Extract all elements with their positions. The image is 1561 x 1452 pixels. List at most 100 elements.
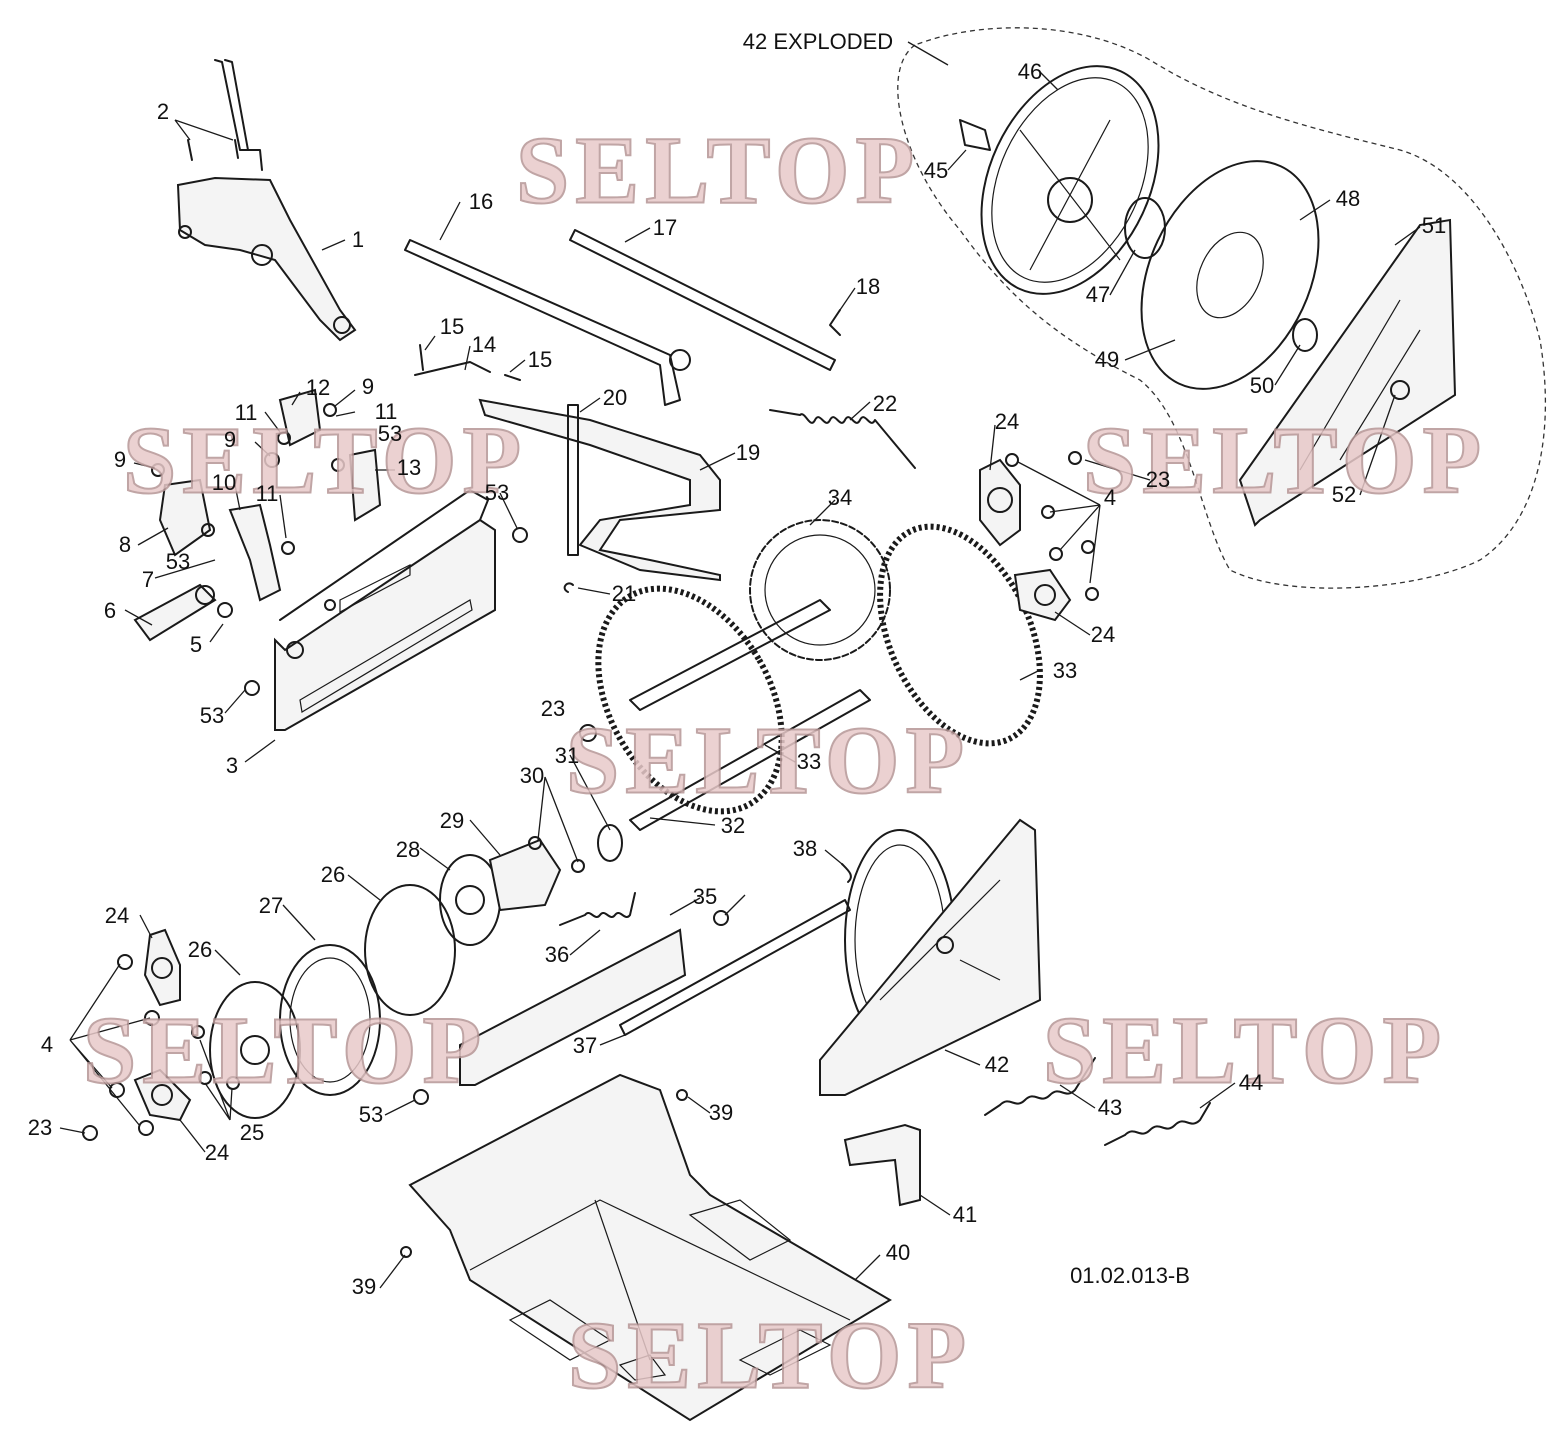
callout-4b: 4 [40, 1032, 54, 1057]
friction-ring-27 [279, 944, 381, 1096]
spring-43 [984, 1057, 1096, 1116]
spring-36 [559, 892, 636, 926]
callout-40: 40 [885, 1240, 911, 1265]
callout-28: 28 [395, 837, 421, 862]
callout-21: 21 [611, 581, 637, 606]
callout-50: 50 [1249, 373, 1275, 398]
callout-48: 48 [1335, 186, 1361, 211]
callout-49: 49 [1094, 347, 1120, 372]
bracket-12 [278, 388, 322, 447]
watermark-left: SELTOP [122, 406, 528, 515]
callout-51: 51 [1421, 213, 1447, 238]
callout-46: 46 [1017, 59, 1043, 84]
callout-27: 27 [258, 893, 284, 918]
callout-24c: 24 [104, 903, 130, 928]
disc-26-front [209, 981, 301, 1119]
callout-15b: 15 [527, 347, 553, 372]
callout-24d: 24 [204, 1140, 230, 1165]
callout-18: 18 [855, 274, 881, 299]
flange-bearing-right-bottom [1013, 568, 1072, 622]
callout-26b: 26 [187, 937, 213, 962]
callout-47: 47 [1085, 282, 1111, 307]
disc-26-rear [364, 884, 456, 1016]
watermark-lower-right: SELTOP [1042, 996, 1448, 1105]
callout-22: 22 [872, 391, 898, 416]
shift-lever-assembly [176, 59, 357, 342]
sprocket-34 [749, 519, 891, 661]
callout-39a: 39 [708, 1100, 734, 1125]
watermark-bottom: SELTOP [567, 1301, 973, 1410]
rod [569, 229, 836, 371]
bracket-41 [843, 1123, 921, 1207]
callout-14: 14 [471, 332, 497, 357]
callout-6: 6 [103, 598, 117, 623]
bracket-plate [158, 478, 212, 557]
spring-44 [1104, 1102, 1211, 1146]
callout-53a: 53 [377, 421, 403, 446]
callout-11b: 11 [374, 399, 398, 424]
callout-53b: 53 [484, 480, 510, 505]
callout-38: 38 [792, 836, 818, 861]
drive-shaft [629, 599, 831, 711]
callout-33b: 33 [796, 749, 822, 774]
bottom-pan-40 [408, 1073, 892, 1422]
callout-15a: 15 [439, 314, 465, 339]
callout-53d: 53 [199, 703, 225, 728]
watermark-lower-left: SELTOP [82, 996, 488, 1105]
callout-11a: 11 [234, 400, 258, 425]
callout-43: 43 [1097, 1095, 1123, 1120]
callout-36: 36 [544, 942, 570, 967]
callout-34: 34 [827, 485, 853, 510]
link-arm [133, 583, 217, 642]
callout-16: 16 [468, 189, 494, 214]
callout-12: 12 [305, 375, 331, 400]
callout-33a: 33 [1052, 658, 1078, 683]
callout-37: 37 [572, 1033, 598, 1058]
callout-20: 20 [602, 385, 628, 410]
callout-2: 2 [156, 99, 170, 124]
link-pin [414, 361, 491, 376]
callout-13: 13 [396, 455, 422, 480]
callout-8: 8 [118, 532, 132, 557]
callout-9b: 9 [223, 427, 237, 452]
callout-44: 44 [1238, 1070, 1264, 1095]
callout-30: 30 [519, 763, 545, 788]
hardware [82, 403, 1099, 1258]
callout-17: 17 [652, 215, 678, 240]
callout-3: 3 [225, 753, 239, 778]
flange-bearing-right-top [979, 458, 1021, 547]
axle [619, 899, 851, 1036]
callout-9a: 9 [113, 447, 127, 472]
callout-45: 45 [923, 158, 949, 183]
bracket-bar [459, 928, 687, 1086]
callout-11c: 11 [255, 481, 279, 506]
vertical-shaft [567, 404, 579, 556]
callout-52: 52 [1331, 482, 1357, 507]
callout-29: 29 [439, 808, 465, 833]
hairpin [829, 309, 841, 336]
callout-31: 31 [554, 743, 580, 768]
flange-bearing-left-top [143, 928, 181, 1007]
callout-1: 1 [351, 227, 365, 252]
callout-4a: 4 [1103, 485, 1117, 510]
flange-bearing-left-bottom [133, 1068, 192, 1122]
callout-5: 5 [189, 632, 203, 657]
callout-24b: 24 [1090, 622, 1116, 647]
callout-19: 19 [735, 440, 761, 465]
chain-left [595, 585, 785, 815]
shift-plate [478, 398, 721, 582]
wheel-assembly-42 [819, 818, 1042, 1096]
callout-35: 35 [692, 884, 718, 909]
frame-plate [274, 518, 496, 731]
shift-rod [404, 239, 681, 406]
housing-29 [488, 838, 562, 912]
watermark-top: SELTOP [515, 116, 921, 225]
drawing-code: 01.02.013-B [1070, 1263, 1190, 1288]
callout-10: 10 [211, 470, 237, 495]
watermark-center: SELTOP [565, 706, 971, 815]
callout-26a: 26 [320, 862, 346, 887]
leader-lines [59, 41, 1421, 1289]
callout-39b: 39 [351, 1274, 377, 1299]
